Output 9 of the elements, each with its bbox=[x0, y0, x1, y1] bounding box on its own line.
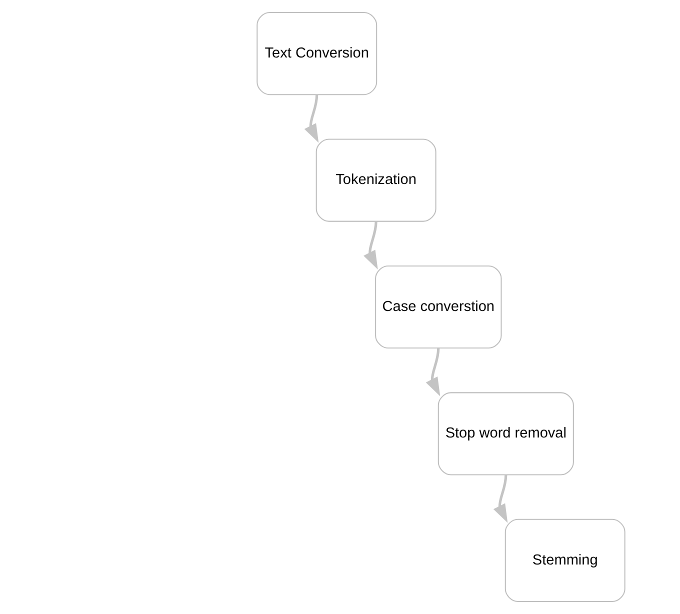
node-box: Tokenization bbox=[315, 138, 436, 222]
arrow bbox=[363, 221, 378, 270]
node-box: Text Conversion bbox=[256, 12, 377, 96]
arrow bbox=[492, 474, 508, 523]
node-box: Case converstion bbox=[374, 265, 502, 349]
node-box: Stemming bbox=[504, 518, 625, 602]
arrow bbox=[304, 94, 318, 143]
node-box: Stop word removal bbox=[437, 392, 574, 476]
arrow bbox=[425, 348, 440, 396]
